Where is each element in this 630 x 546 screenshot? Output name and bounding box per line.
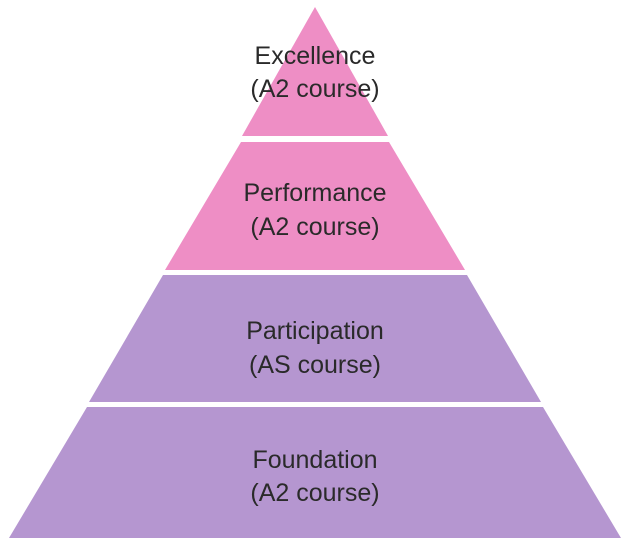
tier-excellence-shape <box>242 7 388 136</box>
tier-performance-shape <box>165 142 465 270</box>
tier-excellence-course: (A2 course) <box>250 75 379 103</box>
tier-excellence-name: Excellence <box>255 42 376 70</box>
tier-foundation: Foundation (A2 course) <box>9 407 621 538</box>
tier-participation-course: (AS course) <box>249 351 381 379</box>
tier-performance: Performance (A2 course) <box>165 142 465 270</box>
tier-foundation-shape <box>9 407 621 538</box>
tier-participation-name: Participation <box>246 317 384 345</box>
tier-excellence: Excellence (A2 course) <box>242 7 388 136</box>
tier-performance-name: Performance <box>243 179 386 207</box>
tier-foundation-name: Foundation <box>252 446 377 474</box>
tier-participation: Participation (AS course) <box>89 275 541 402</box>
tier-foundation-course: (A2 course) <box>250 479 379 507</box>
tier-performance-course: (A2 course) <box>250 213 379 241</box>
tier-participation-shape <box>89 275 541 402</box>
